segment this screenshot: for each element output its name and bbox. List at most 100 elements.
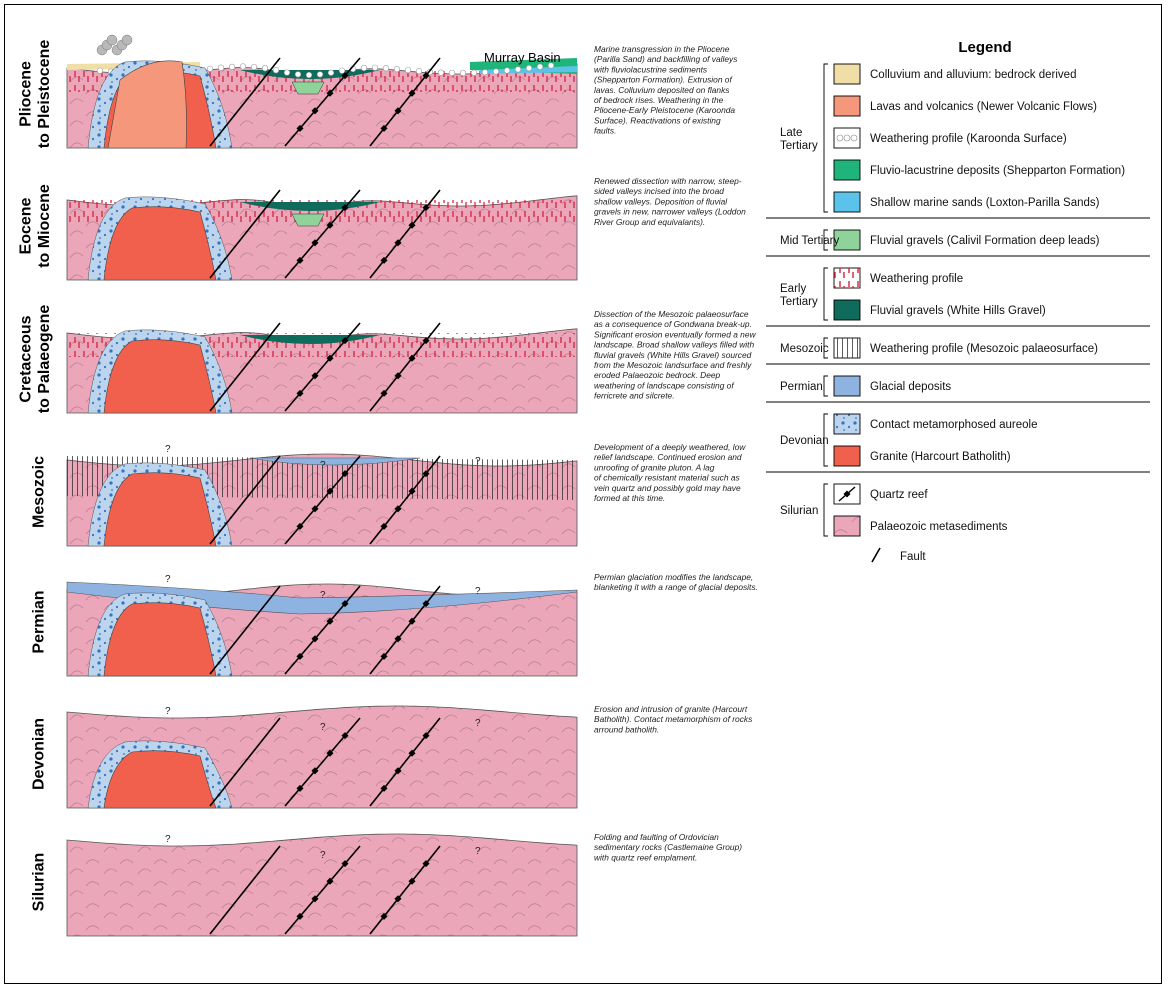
description-line: relief landscape. Continued erosion and bbox=[594, 452, 742, 462]
legend-item-label: Weathering profile bbox=[870, 273, 963, 285]
legend-item-label: Contact metamorphosed aureole bbox=[870, 419, 1038, 431]
period-label-line: Cretaceous bbox=[17, 315, 34, 402]
stage-description: Folding and faulting of Ordoviciansedime… bbox=[594, 832, 742, 862]
description-line: (Parilla Sand) and backfilling of valley… bbox=[594, 54, 738, 64]
stage-descriptions: Marine transgression in the Pliocene(Par… bbox=[594, 44, 758, 862]
karoonda-surface-circle bbox=[218, 65, 224, 71]
period-label-line: Pliocene bbox=[17, 61, 34, 127]
question-mark: ? bbox=[165, 444, 171, 455]
legend-swatch bbox=[834, 96, 860, 116]
legend-age-line: Devonian bbox=[780, 435, 829, 447]
question-mark: ? bbox=[320, 590, 326, 601]
description-line: weathering of landscape consisting of bbox=[594, 380, 735, 390]
karoonda-surface-circle bbox=[361, 65, 367, 71]
karoonda-surface-circle bbox=[372, 65, 378, 71]
legend-item-label: Quartz reef bbox=[870, 489, 928, 501]
legend-item-label: Weathering profile (Karoonda Surface) bbox=[870, 133, 1067, 145]
legend-item-label: Fluvial gravels (Calivil Formation deep … bbox=[870, 235, 1100, 247]
description-line: Pliocene-Early Pleistocene (Karoonda bbox=[594, 105, 735, 115]
period-label-line: to Palaeogene bbox=[36, 305, 53, 414]
description-line: of bedrock rises. Weathering in the bbox=[594, 95, 724, 105]
description-line: arround batholith. bbox=[594, 724, 659, 734]
legend-swatch bbox=[834, 446, 860, 466]
swatch-circle bbox=[844, 135, 850, 141]
question-mark: ? bbox=[475, 718, 481, 729]
eruption-cloud bbox=[107, 35, 117, 45]
karoonda-surface-circle bbox=[438, 70, 444, 76]
legend-swatch bbox=[834, 64, 860, 84]
karoonda-surface-circle bbox=[515, 67, 521, 73]
legend-age-label: Devonian bbox=[780, 435, 829, 447]
description-line: sedimentary rocks (Castlemaine Group) bbox=[594, 842, 742, 852]
description-line: Renewed dissection with narrow, steep- bbox=[594, 176, 742, 186]
legend-age-line: Silurian bbox=[780, 505, 818, 517]
description-line: from the Mesozoic landsurface and freshl… bbox=[594, 360, 752, 370]
legend-item-label: Granite (Harcourt Batholith) bbox=[870, 451, 1011, 463]
legend-fault-symbol bbox=[872, 548, 880, 562]
legend-age-label: EarlyTertiary bbox=[780, 283, 818, 308]
description-line: Batholith). Contact metamorphism of rock… bbox=[594, 714, 753, 724]
legend-fault-label: Fault bbox=[900, 551, 926, 563]
description-line: of chemically resistant material such as bbox=[594, 473, 740, 483]
karoonda-surface-circle bbox=[284, 70, 290, 76]
description-line: lavas. Colluvium deposited on flanks bbox=[594, 85, 730, 95]
period-label-line: to Pleistocene bbox=[36, 40, 53, 149]
eruption-cloud bbox=[122, 35, 132, 45]
description-line: fluvial gravels (White Hills Gravel) sou… bbox=[594, 350, 752, 360]
description-line: Erosion and intrusion of granite (Harcou… bbox=[594, 704, 748, 714]
basin-label: Murray Basin bbox=[484, 50, 561, 65]
karoonda-surface-circle bbox=[328, 70, 334, 76]
description-line: formed at this time. bbox=[594, 493, 665, 503]
question-mark: ? bbox=[475, 456, 481, 467]
swatch-circle bbox=[837, 135, 843, 141]
description-line: as a consequence of Gondwana break-up. bbox=[594, 319, 752, 329]
description-line: unroofing of granite pluton. A lag bbox=[594, 462, 715, 472]
karoonda-surface-circle bbox=[229, 64, 235, 70]
legend-age-label: Mesozoic bbox=[780, 343, 829, 355]
swatch-vlines bbox=[834, 338, 860, 358]
description-line: gravels in new, narrower valleys (Loddon bbox=[594, 207, 746, 217]
panel-5: Cretaceousto Palaeogene bbox=[17, 305, 577, 414]
karoonda-surface-circle bbox=[207, 66, 213, 72]
stage-description: Marine transgression in the Pliocene(Par… bbox=[594, 44, 738, 136]
period-label-line: Eocene bbox=[17, 197, 34, 254]
stage-description: Dissection of the Mesozoic palaeosurface… bbox=[594, 309, 756, 401]
karoonda-surface-circle bbox=[493, 69, 499, 75]
karoonda-surface-circle bbox=[295, 72, 301, 78]
legend-swatch bbox=[834, 516, 860, 536]
period-label-line: Mesozoic bbox=[31, 456, 48, 528]
description-line: eroded Palaeozoic bedrock. Deep bbox=[594, 370, 721, 380]
description-line: with quartz reef emplament. bbox=[594, 852, 697, 862]
description-line: ferricrete and silcrete. bbox=[594, 391, 675, 401]
karoonda-surface-circle bbox=[405, 67, 411, 73]
legend-item-label: Colluvium and alluvium: bedrock derived bbox=[870, 69, 1076, 81]
karoonda-surface-circle bbox=[240, 64, 246, 70]
legend-age-line: Permian bbox=[780, 381, 823, 393]
question-mark: ? bbox=[475, 846, 481, 857]
question-mark: ? bbox=[165, 834, 171, 845]
period-label-line: to Miocene bbox=[36, 184, 53, 268]
legend-item-label: Palaeozoic metasediments bbox=[870, 521, 1008, 533]
karoonda-surface-circle bbox=[394, 66, 400, 72]
karoonda-surface-circle bbox=[262, 65, 268, 71]
karoonda-surface-circle bbox=[383, 65, 389, 71]
stage-description: Development of a deeply weathered, lowre… bbox=[594, 442, 746, 503]
legend-swatch bbox=[834, 300, 860, 320]
period-label: Mesozoic bbox=[31, 456, 48, 528]
stage-description: Renewed dissection with narrow, steep-si… bbox=[594, 176, 746, 227]
swatch-ticks bbox=[834, 268, 860, 288]
description-line: with fluviolacustrine sediments bbox=[594, 64, 708, 74]
panel-6: Eoceneto Miocene bbox=[17, 184, 577, 280]
panel-4: ???Mesozoic bbox=[31, 444, 577, 546]
swatch-circle bbox=[851, 135, 857, 141]
karoonda-surface-circle bbox=[306, 72, 312, 78]
description-line: blanketing it with a range of glacial de… bbox=[594, 582, 758, 592]
question-mark: ? bbox=[165, 574, 171, 585]
description-line: Surface). Reactivations of existing bbox=[594, 115, 721, 125]
legend-age-label: Mid Tertiary bbox=[780, 235, 839, 247]
legend-age-label: Silurian bbox=[780, 505, 818, 517]
karoonda-surface-circle bbox=[449, 70, 455, 76]
